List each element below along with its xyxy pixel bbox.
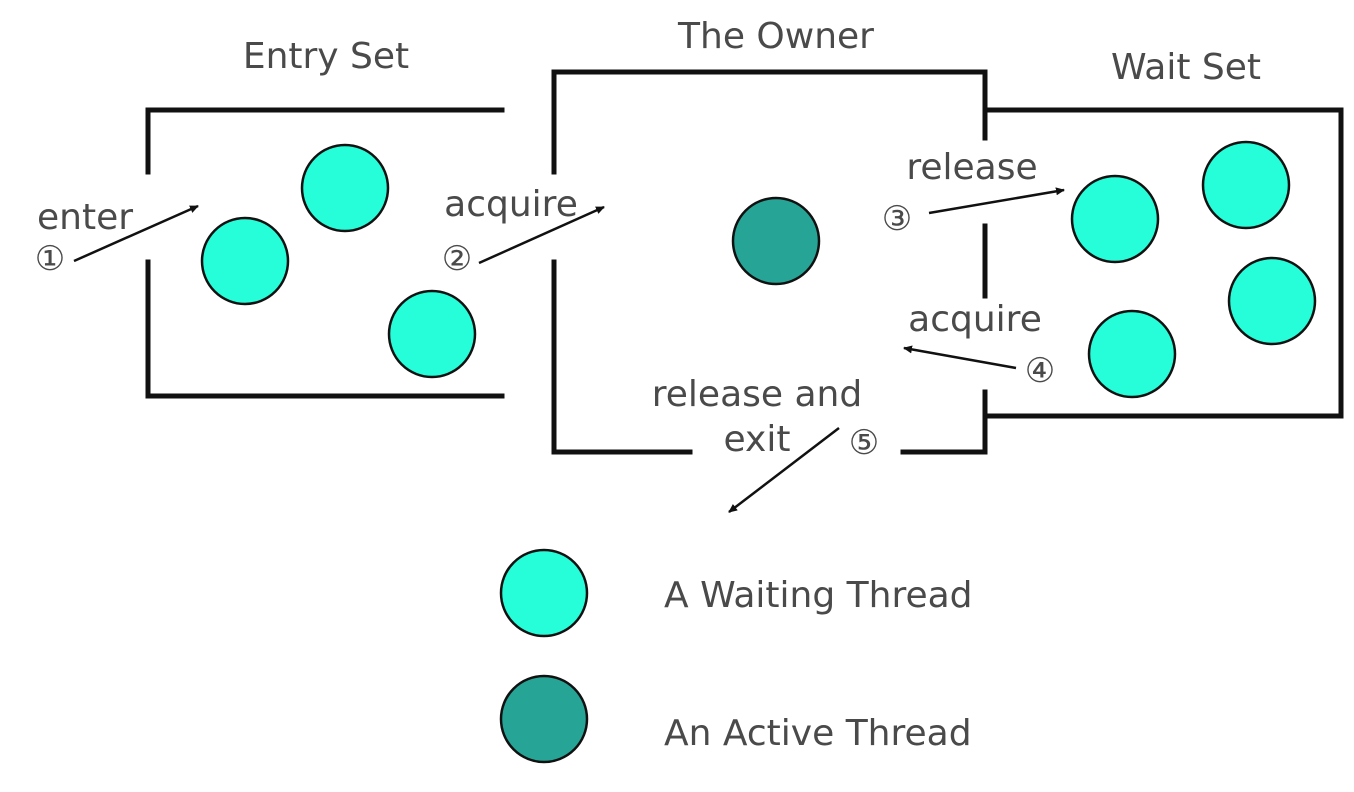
legend-active-thread-swatch bbox=[499, 674, 589, 764]
acquire-wait-arrow bbox=[903, 345, 1017, 370]
entry-set-box bbox=[145, 107, 505, 399]
step-5-marker: ⑤ bbox=[849, 423, 879, 463]
wait-waiting-thread bbox=[1087, 309, 1177, 399]
release-exit-label-line2: exit bbox=[724, 419, 791, 460]
step-2-marker: ② bbox=[442, 239, 472, 279]
owner-active-thread bbox=[731, 196, 821, 286]
enter-label: enter bbox=[37, 197, 133, 238]
entry-set-title: Entry Set bbox=[243, 36, 409, 77]
release-wait-label: release bbox=[906, 147, 1037, 188]
acquire-entry-arrow bbox=[478, 205, 605, 265]
wait-set-title: Wait Set bbox=[1111, 47, 1261, 88]
owner-box bbox=[551, 69, 988, 455]
legend-waiting-thread-label: A Waiting Thread bbox=[664, 575, 973, 616]
owner-title: The Owner bbox=[677, 16, 874, 57]
legend-active-thread-label: An Active Thread bbox=[664, 713, 972, 754]
wait-waiting-thread bbox=[1070, 174, 1160, 264]
entry-waiting-thread bbox=[387, 289, 477, 379]
step-4-marker: ④ bbox=[1025, 351, 1055, 391]
step-1-marker: ① bbox=[35, 239, 65, 279]
step-3-marker: ③ bbox=[882, 199, 912, 239]
release-exit-label-line1: release and bbox=[652, 374, 862, 415]
release-exit-arrow bbox=[728, 427, 840, 513]
acquire-entry-label: acquire bbox=[444, 184, 578, 225]
release-wait-arrow bbox=[928, 187, 1065, 215]
wait-waiting-thread bbox=[1201, 140, 1291, 230]
wait-waiting-thread bbox=[1227, 256, 1317, 346]
entry-waiting-thread bbox=[300, 143, 390, 233]
legend-waiting-thread-swatch bbox=[499, 548, 589, 638]
acquire-wait-label: acquire bbox=[908, 299, 1042, 340]
entry-waiting-thread bbox=[200, 216, 290, 306]
enter-arrow bbox=[73, 204, 199, 263]
legend: A Waiting Thread An Active Thread bbox=[499, 548, 973, 764]
wait-set-box bbox=[982, 107, 1344, 419]
